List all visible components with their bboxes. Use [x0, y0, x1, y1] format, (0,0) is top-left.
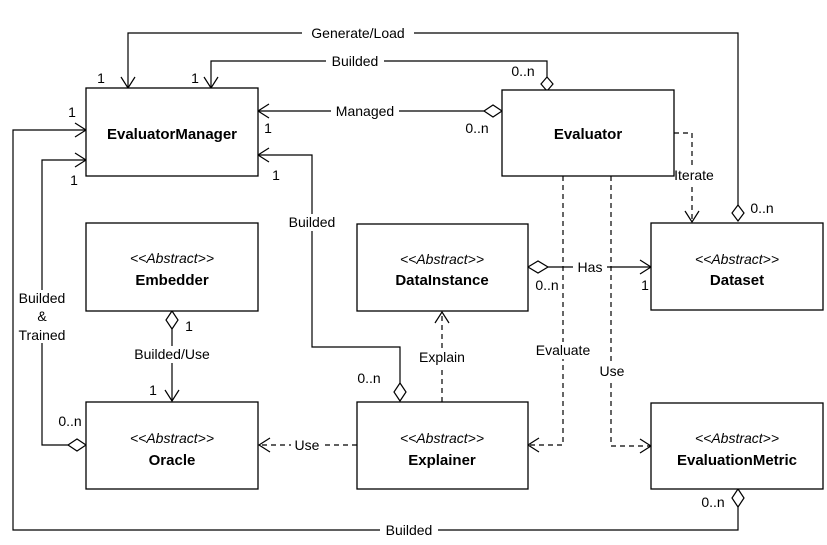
- edge-label: Builded: [19, 290, 66, 306]
- class-name: Explainer: [408, 452, 476, 469]
- aggregation-diamond: [731, 487, 745, 509]
- class-evaluator[interactable]: Evaluator: [501, 89, 675, 177]
- edge-label: Has: [578, 259, 603, 275]
- edge-builded-explainer: Builded 1 0..n: [256, 147, 407, 403]
- class-name: EvaluationMetric: [677, 452, 797, 469]
- edge-label: Generate/Load: [311, 25, 404, 41]
- class-explainer[interactable]: <<Abstract>> Explainer: [356, 401, 529, 490]
- edge-generate-load: Generate/Load 1 0..n: [97, 25, 774, 222]
- class-data-instance[interactable]: <<Abstract>> DataInstance: [356, 223, 529, 312]
- aggregation-diamond: [66, 438, 88, 452]
- class-name: Evaluator: [554, 126, 623, 143]
- multiplicity: 1: [97, 70, 105, 86]
- edge-builded-use: Builded/Use 1 1: [126, 309, 218, 403]
- edge-label: Use: [600, 363, 625, 379]
- edge-use-metric: Use: [596, 176, 653, 454]
- class-embedder[interactable]: <<Abstract>> Embedder: [85, 222, 259, 312]
- edge-label: Builded/Use: [134, 346, 210, 362]
- multiplicity: 1: [70, 172, 78, 188]
- class-name: Embedder: [135, 272, 209, 289]
- multiplicity: 0..n: [465, 120, 488, 136]
- aggregation-diamond: [482, 104, 504, 118]
- edge-builded-trained: Builded & Trained 1 0..n: [13, 152, 88, 452]
- edge-label: Iterate: [674, 167, 714, 183]
- edge-label: Managed: [336, 103, 394, 119]
- class-oracle[interactable]: <<Abstract>> Oracle: [85, 401, 259, 490]
- edge-builded-bottom: Builded 1 0..n: [12, 104, 745, 539]
- stereotype-label: <<Abstract>>: [400, 251, 484, 267]
- stereotype-label: <<Abstract>>: [695, 430, 779, 446]
- multiplicity: 1: [264, 120, 272, 136]
- class-evaluation-metric[interactable]: <<Abstract>> EvaluationMetric: [650, 402, 824, 490]
- edge-iterate: Iterate: [670, 132, 718, 224]
- edge-label: Builded: [289, 214, 336, 230]
- edge-label: Trained: [19, 327, 66, 343]
- multiplicity: 1: [68, 104, 76, 120]
- edge-builded-top: Builded 1 0..n: [191, 53, 554, 92]
- edge-label: Builded: [332, 53, 379, 69]
- class-name: Oracle: [149, 452, 196, 469]
- class-dataset[interactable]: <<Abstract>> Dataset: [650, 222, 824, 311]
- edge-label: Use: [295, 437, 320, 453]
- edge-label: Builded: [386, 522, 433, 538]
- multiplicity: 1: [149, 382, 157, 398]
- aggregation-diamond: [526, 260, 550, 274]
- class-name: Dataset: [710, 272, 764, 289]
- multiplicity: 1: [191, 70, 199, 86]
- stereotype-label: <<Abstract>>: [695, 251, 779, 267]
- class-name: DataInstance: [395, 272, 488, 289]
- multiplicity: 1: [641, 277, 649, 293]
- multiplicity: 0..n: [535, 277, 558, 293]
- stereotype-label: <<Abstract>>: [130, 250, 214, 266]
- multiplicity: 1: [185, 318, 193, 334]
- multiplicity: 0..n: [511, 63, 534, 79]
- edge-evaluate: Evaluate: [526, 176, 597, 453]
- multiplicity: 0..n: [750, 200, 773, 216]
- class-evaluator-manager[interactable]: EvaluatorManager: [85, 87, 259, 177]
- aggregation-diamond: [393, 381, 407, 403]
- multiplicity: 0..n: [701, 494, 724, 510]
- class-name: EvaluatorManager: [107, 126, 237, 143]
- multiplicity: 1: [272, 167, 280, 183]
- edge-has: Has 0..n 1: [526, 259, 653, 293]
- edge-managed: Managed 1 0..n: [256, 103, 504, 136]
- aggregation-diamond: [165, 309, 179, 331]
- aggregation-diamond: [731, 204, 745, 222]
- edge-use-oracle: Use: [257, 437, 357, 454]
- edge-explain: Explain: [414, 310, 470, 402]
- multiplicity: 0..n: [357, 370, 380, 386]
- aggregation-diamond: [540, 76, 554, 92]
- edge-label: Evaluate: [536, 342, 591, 358]
- edge-label: Explain: [419, 349, 465, 365]
- stereotype-label: <<Abstract>>: [400, 430, 484, 446]
- edge-label: &: [37, 308, 47, 324]
- stereotype-label: <<Abstract>>: [130, 430, 214, 446]
- multiplicity: 0..n: [58, 413, 81, 429]
